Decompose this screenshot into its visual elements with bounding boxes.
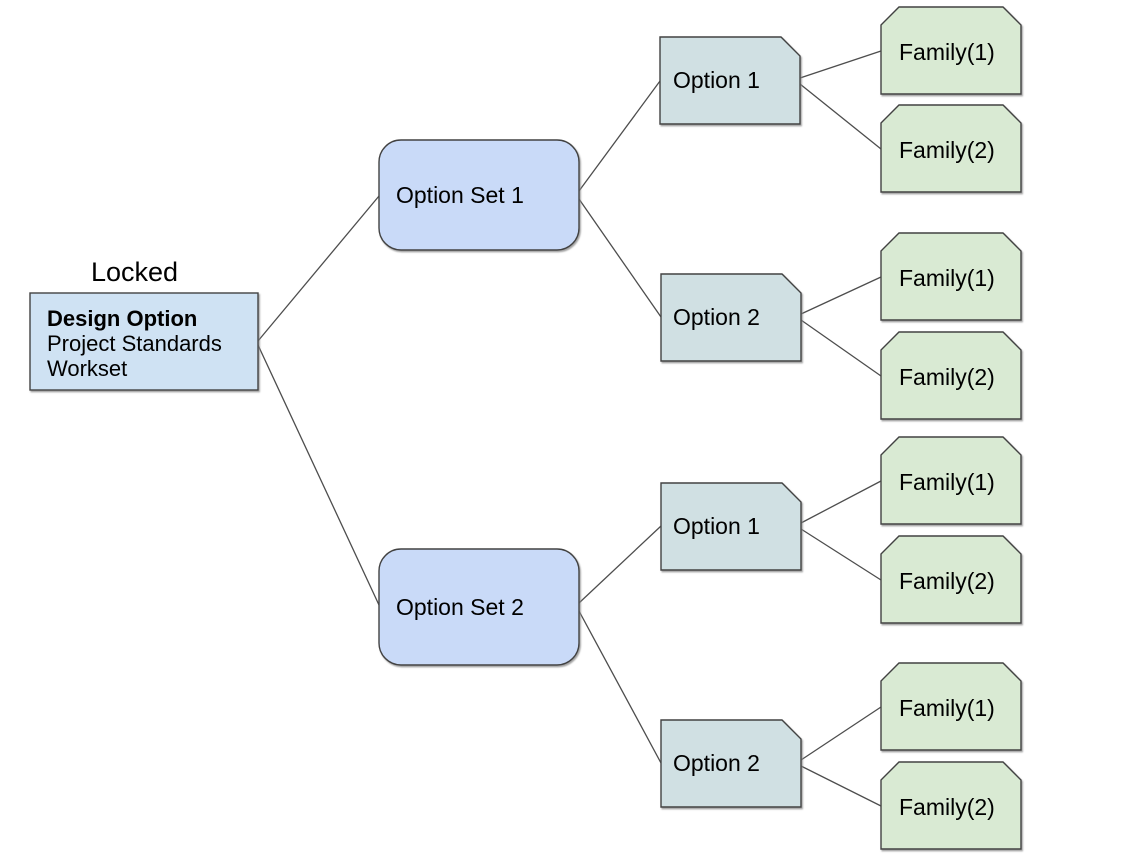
connector-os1o2-family1 [800, 276, 882, 315]
os2-option-1-label: Option 1 [673, 513, 760, 539]
os2-o2-family-2-node: Family(2) [880, 761, 1022, 850]
os1-o2-family-2-box [880, 331, 1022, 420]
os1-o1-family-2-node: Family(2) [880, 104, 1022, 193]
os2-option-2-box [660, 719, 802, 808]
os2-option-1-box [660, 482, 802, 571]
connector-os1o1-family2 [799, 83, 882, 150]
os2-o2-family-1-node: Family(1) [880, 662, 1022, 751]
connector-os1-option1 [578, 80, 661, 192]
option-set-1-node: Option Set 1 [378, 139, 580, 251]
connector-os1-option2 [578, 198, 662, 318]
root-line-workset: Workset [47, 356, 127, 381]
os1-o2-family-1-node: Family(1) [880, 232, 1022, 321]
os1-option-2-label: Option 2 [673, 304, 760, 330]
os1-o2-family-1-box [880, 232, 1022, 321]
connector-os2o1-family1 [800, 480, 882, 524]
os1-o2-family-2-label: Family(2) [899, 364, 995, 390]
locked-label: Locked [91, 257, 178, 287]
connectors [257, 50, 882, 807]
option-set-2-box [378, 548, 580, 666]
connector-os2-option1 [578, 525, 662, 604]
os2-o2-family-2-box [880, 761, 1022, 850]
os1-option-1-node: Option 1 [659, 36, 801, 125]
connector-os2o2-family1 [800, 706, 882, 761]
os1-option-1-box [659, 36, 801, 125]
os1-o1-family-1-label: Family(1) [899, 39, 995, 65]
os2-o1-family-1-box [880, 436, 1022, 525]
root-box [29, 292, 259, 391]
os2-option-2-label: Option 2 [673, 750, 760, 776]
option-set-2-node: Option Set 2 [378, 548, 580, 666]
os1-o2-family-2-node: Family(2) [880, 331, 1022, 420]
os1-o1-family-1-box [880, 6, 1022, 95]
option-set-1-box [378, 139, 580, 251]
connector-os2o2-family2 [800, 765, 882, 807]
os2-o2-family-1-label: Family(1) [899, 695, 995, 721]
connector-os1o1-family1 [799, 50, 882, 79]
os2-option-1-node: Option 1 [660, 482, 802, 571]
connector-os2o1-family2 [800, 528, 882, 581]
os2-o2-family-1-box [880, 662, 1022, 751]
os2-o1-family-2-node: Family(2) [880, 535, 1022, 624]
root-title: Design Option [47, 306, 197, 331]
os2-o1-family-2-box [880, 535, 1022, 624]
root-node: Locked Design Option Project Standards W… [29, 257, 259, 391]
os1-o1-family-2-label: Family(2) [899, 137, 995, 163]
os2-option-2-node: Option 2 [660, 719, 802, 808]
option-set-2-label: Option Set 2 [396, 594, 524, 620]
os1-o2-family-1-label: Family(1) [899, 265, 995, 291]
os1-option-2-box [660, 273, 802, 362]
os2-o1-family-1-node: Family(1) [880, 436, 1022, 525]
option-set-1-label: Option Set 1 [396, 182, 524, 208]
connector-os1o2-family2 [800, 319, 882, 377]
os1-o1-family-1-node: Family(1) [880, 6, 1022, 95]
os1-option-1-label: Option 1 [673, 67, 760, 93]
os2-o2-family-2-label: Family(2) [899, 794, 995, 820]
connector-os2-option2 [578, 610, 662, 764]
connector-root-optionset2 [257, 344, 380, 606]
os1-option-2-node: Option 2 [660, 273, 802, 362]
root-line-project-standards: Project Standards [47, 331, 222, 356]
os1-o1-family-2-box [880, 104, 1022, 193]
os2-o1-family-1-label: Family(1) [899, 469, 995, 495]
connector-root-optionset1 [257, 195, 380, 342]
os2-o1-family-2-label: Family(2) [899, 568, 995, 594]
